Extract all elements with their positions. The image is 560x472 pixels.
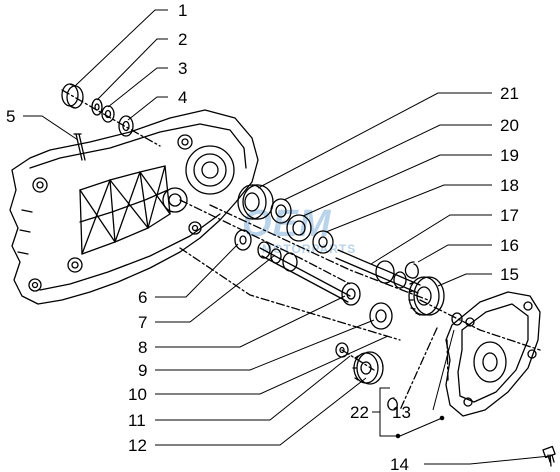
callout-7: 7 [138,313,148,332]
callout-20: 20 [500,116,519,135]
callout-10: 10 [128,385,147,404]
part-5-pin [73,133,86,161]
callout-19: 19 [500,146,519,165]
part-18-bearing [312,230,334,254]
callout-12: 12 [128,436,147,455]
callout-2: 2 [178,30,188,49]
part-11-gear [352,351,384,385]
crankcase-housing [9,109,259,305]
callout-15: 15 [500,265,519,284]
callout-14: 14 [390,455,409,472]
part-8-bearing [341,282,361,306]
part-9-bearing [369,302,393,330]
callout-18: 18 [500,176,519,195]
part-21-bearing [237,184,274,220]
part-20-seal [270,198,292,224]
callout-5: 5 [6,107,16,126]
part-3-spacer [101,105,115,123]
callout-17: 17 [500,206,519,225]
part-12-clip [387,397,398,411]
callout-6: 6 [138,288,148,307]
part-13-washer [451,312,463,326]
part-19-ring [286,214,312,242]
part-16-circlip [404,261,419,279]
callout-3: 3 [178,59,188,78]
callout-13: 13 [392,403,411,422]
callout-9: 9 [138,361,148,380]
callout-21: 21 [500,84,519,103]
callout-22: 22 [350,403,369,422]
callout-11: 11 [128,411,146,430]
callout-4: 4 [178,88,188,107]
callout-1: 1 [178,1,188,20]
part-7-gear-shaft [257,241,351,303]
part-17-shaft [335,249,421,294]
part-4-seal [118,115,134,137]
part-13-cover [445,291,541,417]
callout-8: 8 [138,338,148,357]
callout-16: 16 [500,236,519,255]
